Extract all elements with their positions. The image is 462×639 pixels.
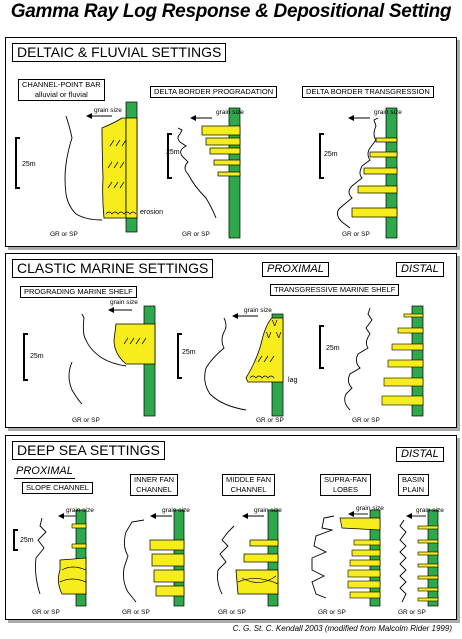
- scale-25m-1: 25m: [22, 161, 36, 168]
- deltaic-logs-drawing: grain size 25m erosion GR or SP grain si…: [15, 101, 402, 239]
- grain-size-label-8: grain size: [162, 507, 190, 514]
- gr-sp-label-11: GR or SP: [398, 609, 426, 616]
- gr-sp-label-2: GR or SP: [182, 231, 210, 238]
- deltaic-fluvial-panel: DELTAIC & FLUVIAL SETTINGS CHANNEL-POINT…: [5, 37, 457, 247]
- grain-size-label-9: grain size: [254, 507, 282, 514]
- prograding-shelf-label: PROGRADING MARINE SHELF: [20, 286, 137, 298]
- inner-fan-title: INNER FAN: [134, 475, 175, 484]
- transgressive-shelf-label: TRANSGRESSIVE MARINE SHELF: [270, 284, 400, 296]
- scale-25m-5: 25m: [182, 349, 196, 356]
- channel-point-bar-label: CHANNEL-POINT BAR alluvial or fluvial: [18, 79, 105, 101]
- channel-point-bar-title: CHANNEL-POINT BAR: [22, 80, 101, 89]
- delta-progradation-label: DELTA BORDER PROGRADATION: [150, 86, 278, 98]
- transgressive-proximal-log: V V V: [177, 313, 284, 417]
- gr-sp-label-9: GR or SP: [218, 609, 246, 616]
- scale-25m-4: 25m: [30, 353, 44, 360]
- grain-size-label-10: grain size: [356, 505, 384, 512]
- supra-fan-subtitle: LOBES: [332, 485, 358, 494]
- delta-transgression-log: [319, 107, 398, 239]
- grain-size-label-3: grain size: [374, 109, 402, 116]
- middle-fan-channel-log: [217, 509, 279, 607]
- transgressive-distal-log: [319, 305, 424, 417]
- delta-transgression-label: DELTA BORDER TRANSGRESSION: [302, 86, 434, 98]
- scale-25m-2: 25m: [166, 149, 180, 156]
- supra-fan-label: SUPRA-FAN LOBES: [320, 474, 371, 496]
- grain-size-label-1: grain size: [94, 107, 122, 114]
- prograding-shelf-log: [23, 305, 156, 417]
- gr-sp-label-8: GR or SP: [122, 609, 150, 616]
- distal-label-deepsea: DISTAL: [396, 447, 444, 462]
- slope-channel-log: [13, 509, 87, 607]
- gr-sp-label-1: GR or SP: [50, 231, 78, 238]
- grain-size-label-5: grain size: [244, 307, 272, 314]
- svg-text:V: V: [266, 331, 272, 340]
- supra-fan-title: SUPRA-FAN: [324, 475, 367, 484]
- inner-fan-channel-log: [123, 509, 185, 607]
- gr-sp-label-3: GR or SP: [342, 231, 370, 238]
- gr-sp-label-5: GR or SP: [256, 417, 284, 424]
- grain-size-label-11: grain size: [416, 507, 444, 514]
- delta-progradation-log: [167, 107, 241, 239]
- inner-fan-subtitle: CHANNEL: [136, 485, 172, 494]
- gr-sp-label-4: GR or SP: [72, 417, 100, 424]
- lag-label: lag: [288, 377, 297, 384]
- deltaic-heading: DELTAIC & FLUVIAL SETTINGS: [12, 43, 227, 62]
- figure-title: Gamma Ray Log Response & Depositional Se…: [10, 1, 452, 22]
- channel-point-bar-log: [15, 101, 138, 233]
- svg-text:V: V: [276, 331, 282, 340]
- erosion-label: erosion: [140, 209, 163, 216]
- clastic-heading: CLASTIC MARINE SETTINGS: [12, 259, 214, 278]
- grain-size-label-2: grain size: [216, 109, 244, 116]
- grain-size-label-7: grain size: [66, 507, 94, 514]
- basin-plain-label: BASIN PLAIN: [398, 474, 429, 496]
- proximal-label-clastic: PROXIMAL: [262, 262, 329, 277]
- middle-fan-title: MIDDLE FAN: [226, 475, 272, 484]
- clastic-logs-drawing: grain size 25m GR or SP V V V grain size…: [23, 299, 424, 424]
- supra-fan-lobes-log: [311, 509, 381, 607]
- distal-label-clastic: DISTAL: [396, 262, 444, 277]
- basin-plain-log: [399, 509, 439, 607]
- scale-25m-6: 25m: [326, 345, 340, 352]
- gr-sp-label-6: GR or SP: [352, 417, 380, 424]
- middle-fan-label: MIDDLE FAN CHANNEL: [222, 474, 276, 496]
- svg-text:V: V: [272, 319, 278, 328]
- deep-sea-panel: DEEP SEA SETTINGS DISTAL PROXIMAL SLOPE …: [5, 435, 457, 620]
- deepsea-logs-drawing: grain size 25m GR or SP grain size GR or…: [13, 505, 444, 616]
- grain-size-label-4: grain size: [110, 299, 138, 306]
- inner-fan-label: INNER FAN CHANNEL: [130, 474, 179, 496]
- slope-channel-label: SLOPE CHANNEL: [22, 482, 93, 494]
- clastic-marine-panel: CLASTIC MARINE SETTINGS PROXIMAL DISTAL …: [5, 253, 457, 428]
- gr-sp-label-10: GR or SP: [318, 609, 346, 616]
- middle-fan-subtitle: CHANNEL: [230, 485, 267, 494]
- scale-25m-3: 25m: [324, 151, 338, 158]
- scale-25m-7: 25m: [20, 537, 34, 544]
- basin-plain-subtitle: PLAIN: [402, 485, 425, 494]
- gr-sp-label-7: GR or SP: [32, 609, 60, 616]
- proximal-label-deepsea: PROXIMAL: [14, 465, 75, 479]
- basin-plain-title: BASIN: [402, 475, 425, 484]
- channel-point-bar-subtitle: alluvial or fluvial: [34, 90, 88, 99]
- credit-line: C. G. St. C. Kendall 2003 (modified from…: [232, 624, 452, 633]
- deepsea-heading: DEEP SEA SETTINGS: [12, 441, 165, 460]
